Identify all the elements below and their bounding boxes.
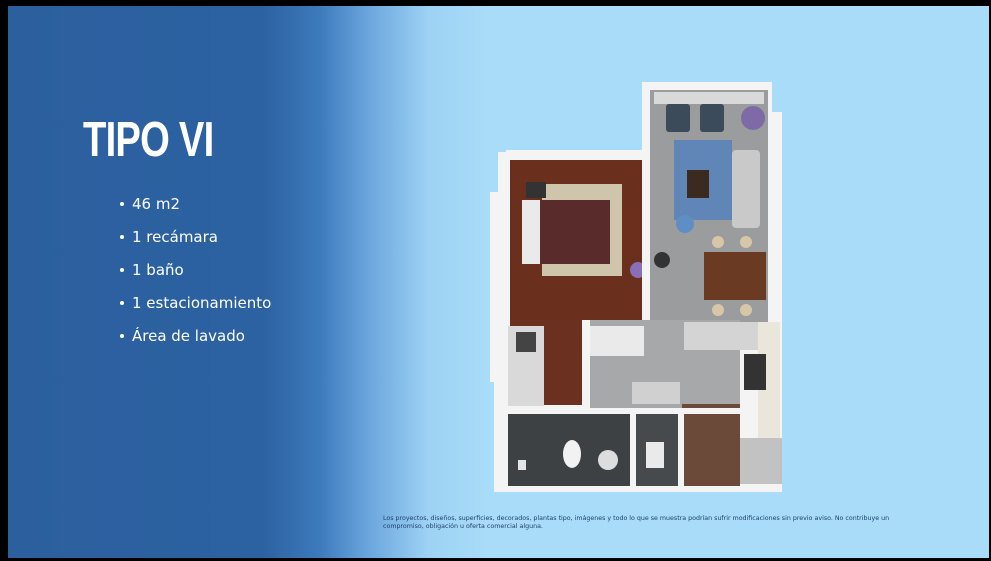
feature-item: Área de lavado (120, 319, 271, 352)
top-border (0, 0, 991, 6)
features-list: 46 m2 1 recámara 1 baño 1 estacionamient… (120, 187, 271, 352)
feature-item: 46 m2 (120, 187, 271, 220)
unit-type-title: TIPO VI (83, 113, 214, 167)
slide: TIPO VI 46 m2 1 recámara 1 baño 1 estaci… (8, 6, 991, 558)
feature-item: 1 baño (120, 253, 271, 286)
bullet-icon (120, 333, 124, 338)
feature-area: 46 m2 (132, 194, 181, 213)
feature-parking: 1 estacionamiento (132, 293, 272, 312)
legal-disclaimer: Los proyectos, diseños, superficies, dec… (383, 515, 890, 530)
bullet-icon (120, 300, 124, 305)
feature-laundry: Área de lavado (132, 326, 245, 345)
right-border (989, 0, 991, 561)
bullet-icon (120, 234, 124, 239)
feature-bedrooms: 1 recámara (132, 227, 218, 246)
bullet-icon (120, 267, 124, 272)
feature-item: 1 recámara (120, 220, 271, 253)
floorplan-illustration (482, 82, 792, 492)
feature-bathrooms: 1 baño (132, 260, 184, 279)
bullet-icon (120, 201, 124, 206)
feature-item: 1 estacionamiento (120, 286, 271, 319)
